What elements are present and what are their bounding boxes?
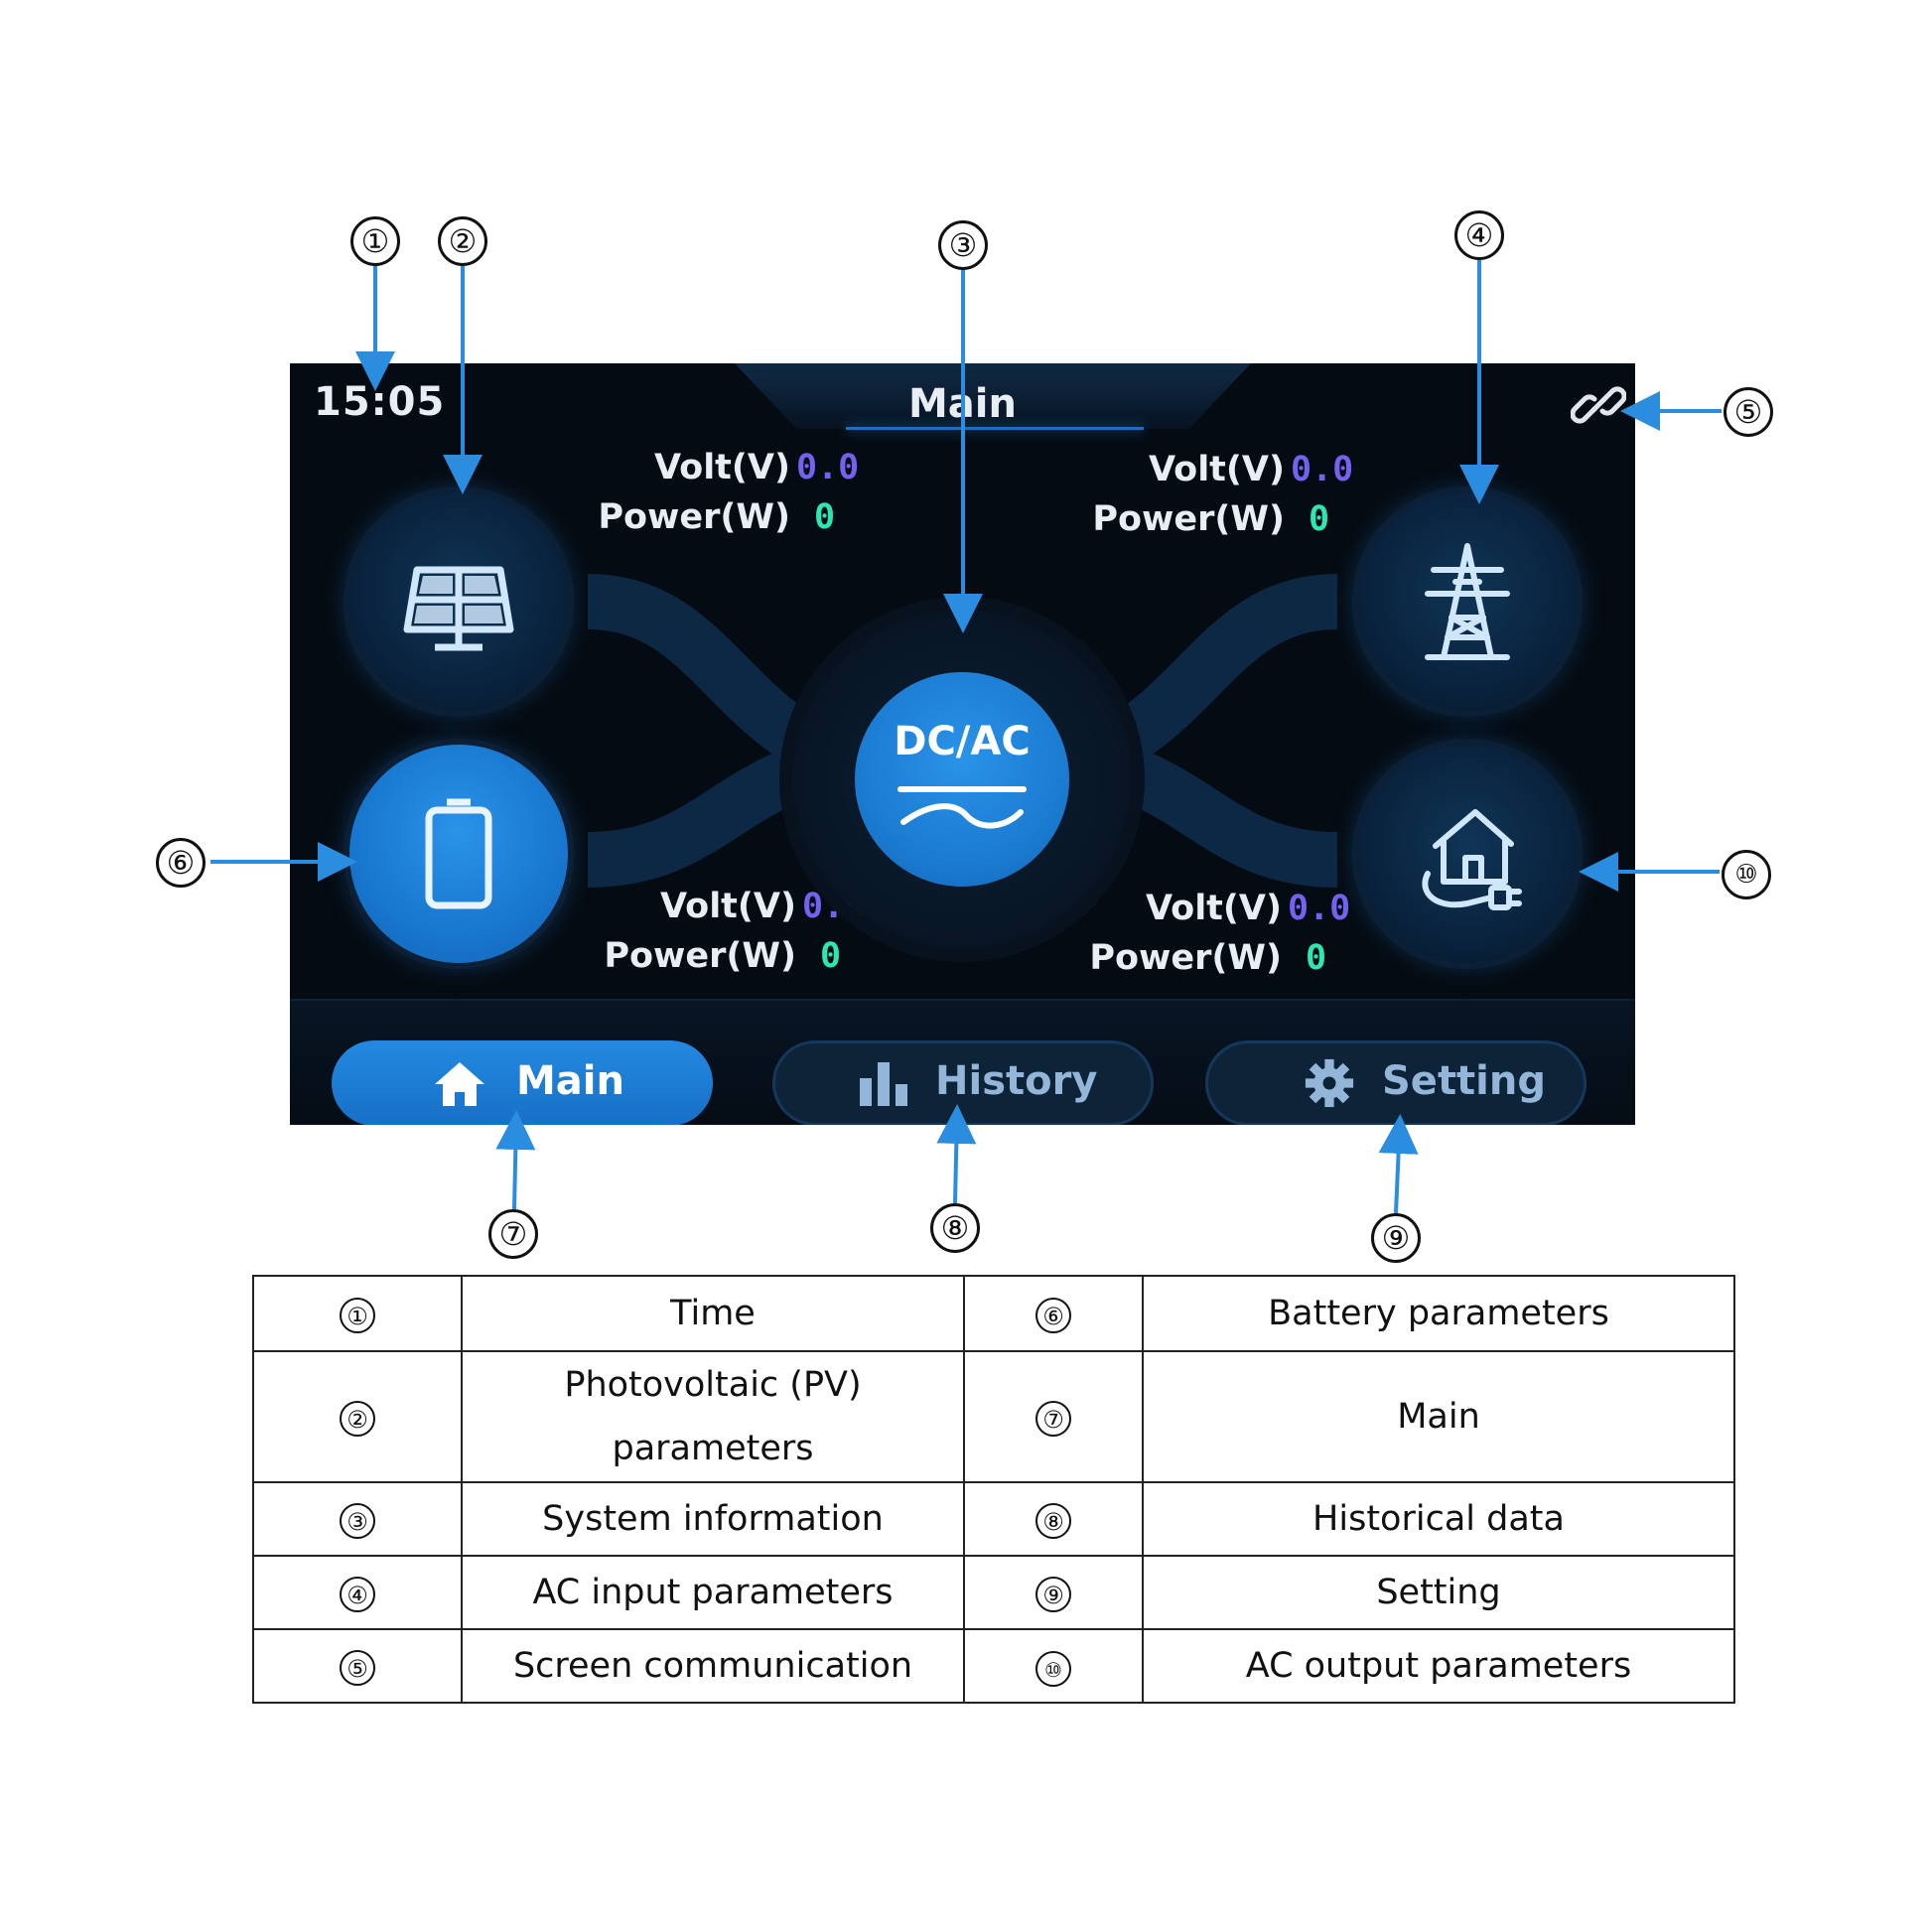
callout-10: ⑩	[1722, 850, 1771, 899]
ac-output-parameters: Volt(V) 0.0 Power(W) 0	[1079, 884, 1377, 983]
legend-text: Time	[461, 1275, 965, 1352]
legend-num: ①	[340, 1298, 375, 1333]
legend-text: Setting	[1142, 1555, 1735, 1630]
solar-panel-icon	[403, 566, 514, 651]
legend-text: Historical data	[1142, 1481, 1735, 1557]
ac-output-power-value: 0	[1306, 938, 1327, 978]
title-banner-glow	[846, 427, 1144, 430]
legend-num: ④	[340, 1577, 375, 1612]
legend-num: ⑧	[1035, 1503, 1071, 1539]
legend-row: ③ System information ⑧ Historical data	[252, 1481, 1735, 1557]
tab-main[interactable]: Main	[332, 1040, 713, 1125]
house-plug-icon	[1422, 809, 1522, 910]
legend-num: ⑦	[1035, 1401, 1071, 1437]
ac-input-node[interactable]	[1358, 492, 1577, 711]
pv-volt-label: Volt(V)	[653, 448, 790, 487]
legend-row: ④ AC input parameters ⑨ Setting	[252, 1555, 1735, 1630]
legend-text: System information	[461, 1481, 965, 1557]
callout-7: ⑦	[488, 1209, 538, 1259]
callout-5: ⑤	[1724, 387, 1773, 437]
ac-input-power-value: 0	[1309, 499, 1330, 539]
tab-history-label: History	[935, 1058, 1098, 1104]
pv-node[interactable]	[349, 492, 568, 711]
ac-input-power-label: Power(W)	[1092, 499, 1285, 539]
ac-output-node[interactable]	[1358, 745, 1577, 963]
tab-setting-label: Setting	[1382, 1058, 1546, 1104]
ac-output-power-label: Power(W)	[1089, 938, 1282, 978]
ac-output-volt-value: 0.0	[1288, 889, 1351, 928]
callout-9: ⑨	[1371, 1213, 1421, 1263]
legend-text-line2: parameters	[612, 1429, 814, 1468]
pv-parameters: Volt(V) 0.0 Power(W) 0	[588, 443, 886, 542]
battery-parameters: Volt(V) 0.0 Power(W) 0	[594, 882, 892, 981]
legend-num: ②	[340, 1401, 375, 1437]
legend-row: ② Photovoltaic (PV) parameters ⑦ Main	[252, 1350, 1735, 1483]
legend-num: ⑤	[340, 1650, 375, 1686]
dc-ac-label: DC/AC	[894, 719, 1031, 764]
legend-text-line1: Photovoltaic (PV)	[564, 1365, 862, 1405]
callout-6: ⑥	[156, 838, 206, 888]
battery-icon	[425, 798, 492, 909]
legend-num: ③	[340, 1503, 375, 1539]
legend-num: ⑩	[1035, 1650, 1071, 1687]
bottom-nav: Main History Setting	[290, 999, 1635, 1125]
tab-setting[interactable]: Setting	[1205, 1040, 1587, 1125]
tab-history[interactable]: History	[772, 1040, 1154, 1125]
pv-power-label: Power(W)	[598, 497, 790, 537]
ac-output-volt-label: Volt(V)	[1145, 889, 1282, 928]
legend-text: AC input parameters	[461, 1555, 965, 1630]
bar-chart-icon	[860, 1062, 907, 1106]
legend-row: ① Time ⑥ Battery parameters	[252, 1275, 1735, 1352]
legend-text: Screen communication	[461, 1628, 965, 1704]
legend-text: Photovoltaic (PV) parameters	[461, 1350, 965, 1483]
battery-power-value: 0	[820, 936, 842, 976]
legend-text: Main	[1142, 1350, 1735, 1483]
pv-volt-value: 0.0	[796, 448, 860, 487]
callout-3: ③	[938, 220, 988, 270]
system-information-button[interactable]	[855, 672, 1069, 887]
legend-table: ① Time ⑥ Battery parameters ② Photovolta…	[252, 1275, 1735, 1704]
dc-line-icon	[897, 786, 1027, 792]
ac-input-parameters: Volt(V) 0.0 Power(W) 0	[1082, 445, 1380, 544]
legend-row: ⑤ Screen communication ⑩ AC output param…	[252, 1628, 1735, 1704]
battery-volt-label: Volt(V)	[659, 887, 796, 926]
ac-input-volt-label: Volt(V)	[1148, 450, 1285, 489]
legend-text: Battery parameters	[1142, 1275, 1735, 1352]
callout-4: ④	[1454, 210, 1504, 260]
callout-1: ①	[350, 216, 400, 266]
power-tower-icon	[1425, 543, 1510, 660]
battery-node[interactable]	[349, 745, 568, 963]
ac-wave-icon	[900, 803, 1024, 829]
pv-power-value: 0	[814, 497, 836, 537]
callout-2: ②	[438, 216, 487, 266]
legend-num: ⑥	[1035, 1298, 1071, 1333]
battery-power-label: Power(W)	[604, 936, 796, 976]
tab-main-label: Main	[516, 1058, 624, 1104]
ac-input-volt-value: 0.0	[1291, 450, 1354, 489]
inverter-screen: 15:05 Main Volt(V) 0.0 Power(W) 0 Volt(V…	[290, 363, 1635, 1125]
legend-text: AC output parameters	[1142, 1628, 1735, 1704]
home-icon	[435, 1062, 484, 1106]
legend-num: ⑨	[1035, 1577, 1071, 1612]
title-banner	[735, 363, 1251, 429]
callout-8: ⑧	[930, 1203, 980, 1253]
gear-icon	[1305, 1058, 1354, 1108]
